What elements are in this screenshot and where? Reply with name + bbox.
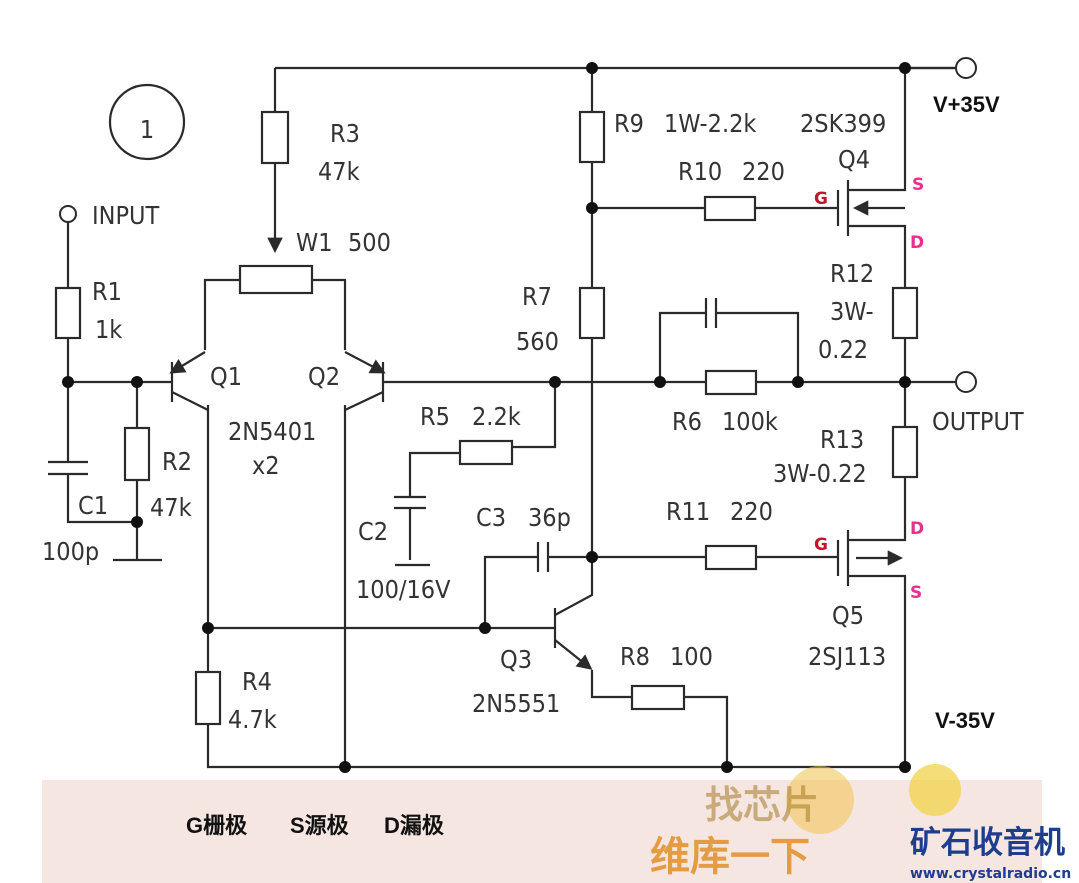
r3-value: 47k (318, 157, 360, 186)
r6-value: 100k (722, 407, 778, 436)
r10-name: R10 (678, 157, 722, 186)
figure-number-circle: 1 (108, 83, 186, 161)
c1-value: 100p (42, 537, 99, 566)
c2-name: C2 (358, 517, 388, 546)
q5-source-mark: S (910, 583, 922, 603)
r11-value: 220 (730, 497, 773, 526)
resistor-r2 (123, 426, 151, 482)
r5-value: 2.2k (472, 402, 521, 431)
r7-value: 560 (516, 327, 559, 356)
r10-value: 220 (742, 157, 785, 186)
junction-dots (62, 62, 911, 773)
q4-source-mark: S (912, 175, 924, 195)
capacitor-c-feedback (704, 298, 718, 328)
q4-drain-mark: D (910, 233, 924, 253)
r1-name: R1 (92, 277, 122, 306)
w1-value: 500 (348, 228, 391, 257)
q5-drain-mark: D (910, 519, 924, 539)
resistor-r12 (891, 286, 919, 340)
c2-value: 100/16V (356, 575, 451, 604)
svg-text:1: 1 (140, 115, 154, 144)
r8-value: 100 (670, 642, 713, 671)
w1-name: W1 (296, 228, 333, 257)
transistor-q1 (169, 351, 209, 411)
resistor-r9 (578, 110, 606, 164)
resistor-r3 (260, 110, 290, 165)
resistor-r4 (194, 670, 222, 726)
r13-value: 3W-0.22 (773, 459, 867, 488)
q5-part: 2SJ113 (808, 642, 886, 671)
output-label: OUTPUT (932, 407, 1024, 436)
c3-value: 36p (528, 503, 571, 532)
output-terminal (955, 371, 977, 393)
q2-name: Q2 (308, 362, 340, 391)
r13-name: R13 (820, 425, 864, 454)
input-terminal (59, 205, 77, 223)
r12-value-line1: 3W- (830, 297, 874, 326)
r1-value: 1k (95, 315, 122, 344)
resistor-r5 (458, 439, 514, 466)
vminus-label: V-35V (935, 708, 995, 733)
c3-name: C3 (476, 503, 506, 532)
q12-part: 2N5401 (228, 417, 316, 446)
capacitor-c3 (536, 542, 550, 572)
q4-name: Q4 (838, 145, 870, 174)
potentiometer-w1 (238, 264, 314, 295)
r3-name: R3 (330, 119, 360, 148)
vplus-label: V+35V (933, 92, 1000, 117)
chip-watermark-logo: 找芯片 维库一下 (650, 764, 961, 880)
resistor-r6 (704, 369, 758, 396)
capacitor-c2 (394, 495, 426, 510)
chip-watermark-text: 找芯片 (705, 783, 819, 827)
q12-qty: x2 (252, 451, 280, 480)
r6-name: R6 (672, 407, 702, 436)
r11-name: R11 (666, 497, 710, 526)
transistor-q2 (344, 351, 386, 411)
wiki-watermark-text: 维库一下 (650, 834, 810, 880)
input-label: INPUT (92, 201, 159, 230)
q1-name: Q1 (210, 362, 242, 391)
r2-name: R2 (162, 447, 192, 476)
legend-band (42, 780, 1042, 883)
c1-name: C1 (78, 491, 108, 520)
r2-value: 47k (150, 493, 192, 522)
r4-value: 4.7k (228, 705, 277, 734)
q4-gate-mark: G (814, 189, 828, 209)
r12-value-line2: 0.22 (818, 335, 868, 364)
q3-part: 2N5551 (472, 689, 560, 718)
q5-name: Q5 (832, 601, 864, 630)
resistor-r11 (704, 544, 758, 571)
legend-drain: D漏极 (384, 813, 445, 838)
q3-name: Q3 (500, 645, 532, 674)
r7-name: R7 (522, 282, 552, 311)
resistor-r10 (703, 195, 757, 222)
q4-part: 2SK399 (800, 109, 886, 138)
r5-name: R5 (420, 402, 450, 431)
capacitor-c1 (48, 460, 88, 476)
transistor-q3 (553, 580, 594, 670)
r9-name: R9 (614, 109, 644, 138)
r4-name: R4 (242, 667, 272, 696)
r12-name: R12 (830, 259, 874, 288)
mosfet-q5 (836, 530, 907, 590)
vplus-terminal (955, 57, 977, 79)
site-name-watermark: 矿石收音机 (910, 825, 1065, 861)
resistor-r1 (54, 286, 82, 340)
resistor-r13 (891, 425, 919, 479)
r9-value: 1W-2.2k (664, 109, 756, 138)
legend-gate: G栅极 (186, 813, 248, 838)
site-url-watermark: www.crystalradio.cn (910, 866, 1071, 882)
r8-name: R8 (620, 642, 650, 671)
resistor-r8 (630, 684, 686, 711)
legend-source: S源极 (290, 813, 350, 838)
resistor-r7 (578, 286, 606, 340)
q5-gate-mark: G (814, 535, 828, 555)
mosfet-q4 (836, 172, 907, 236)
